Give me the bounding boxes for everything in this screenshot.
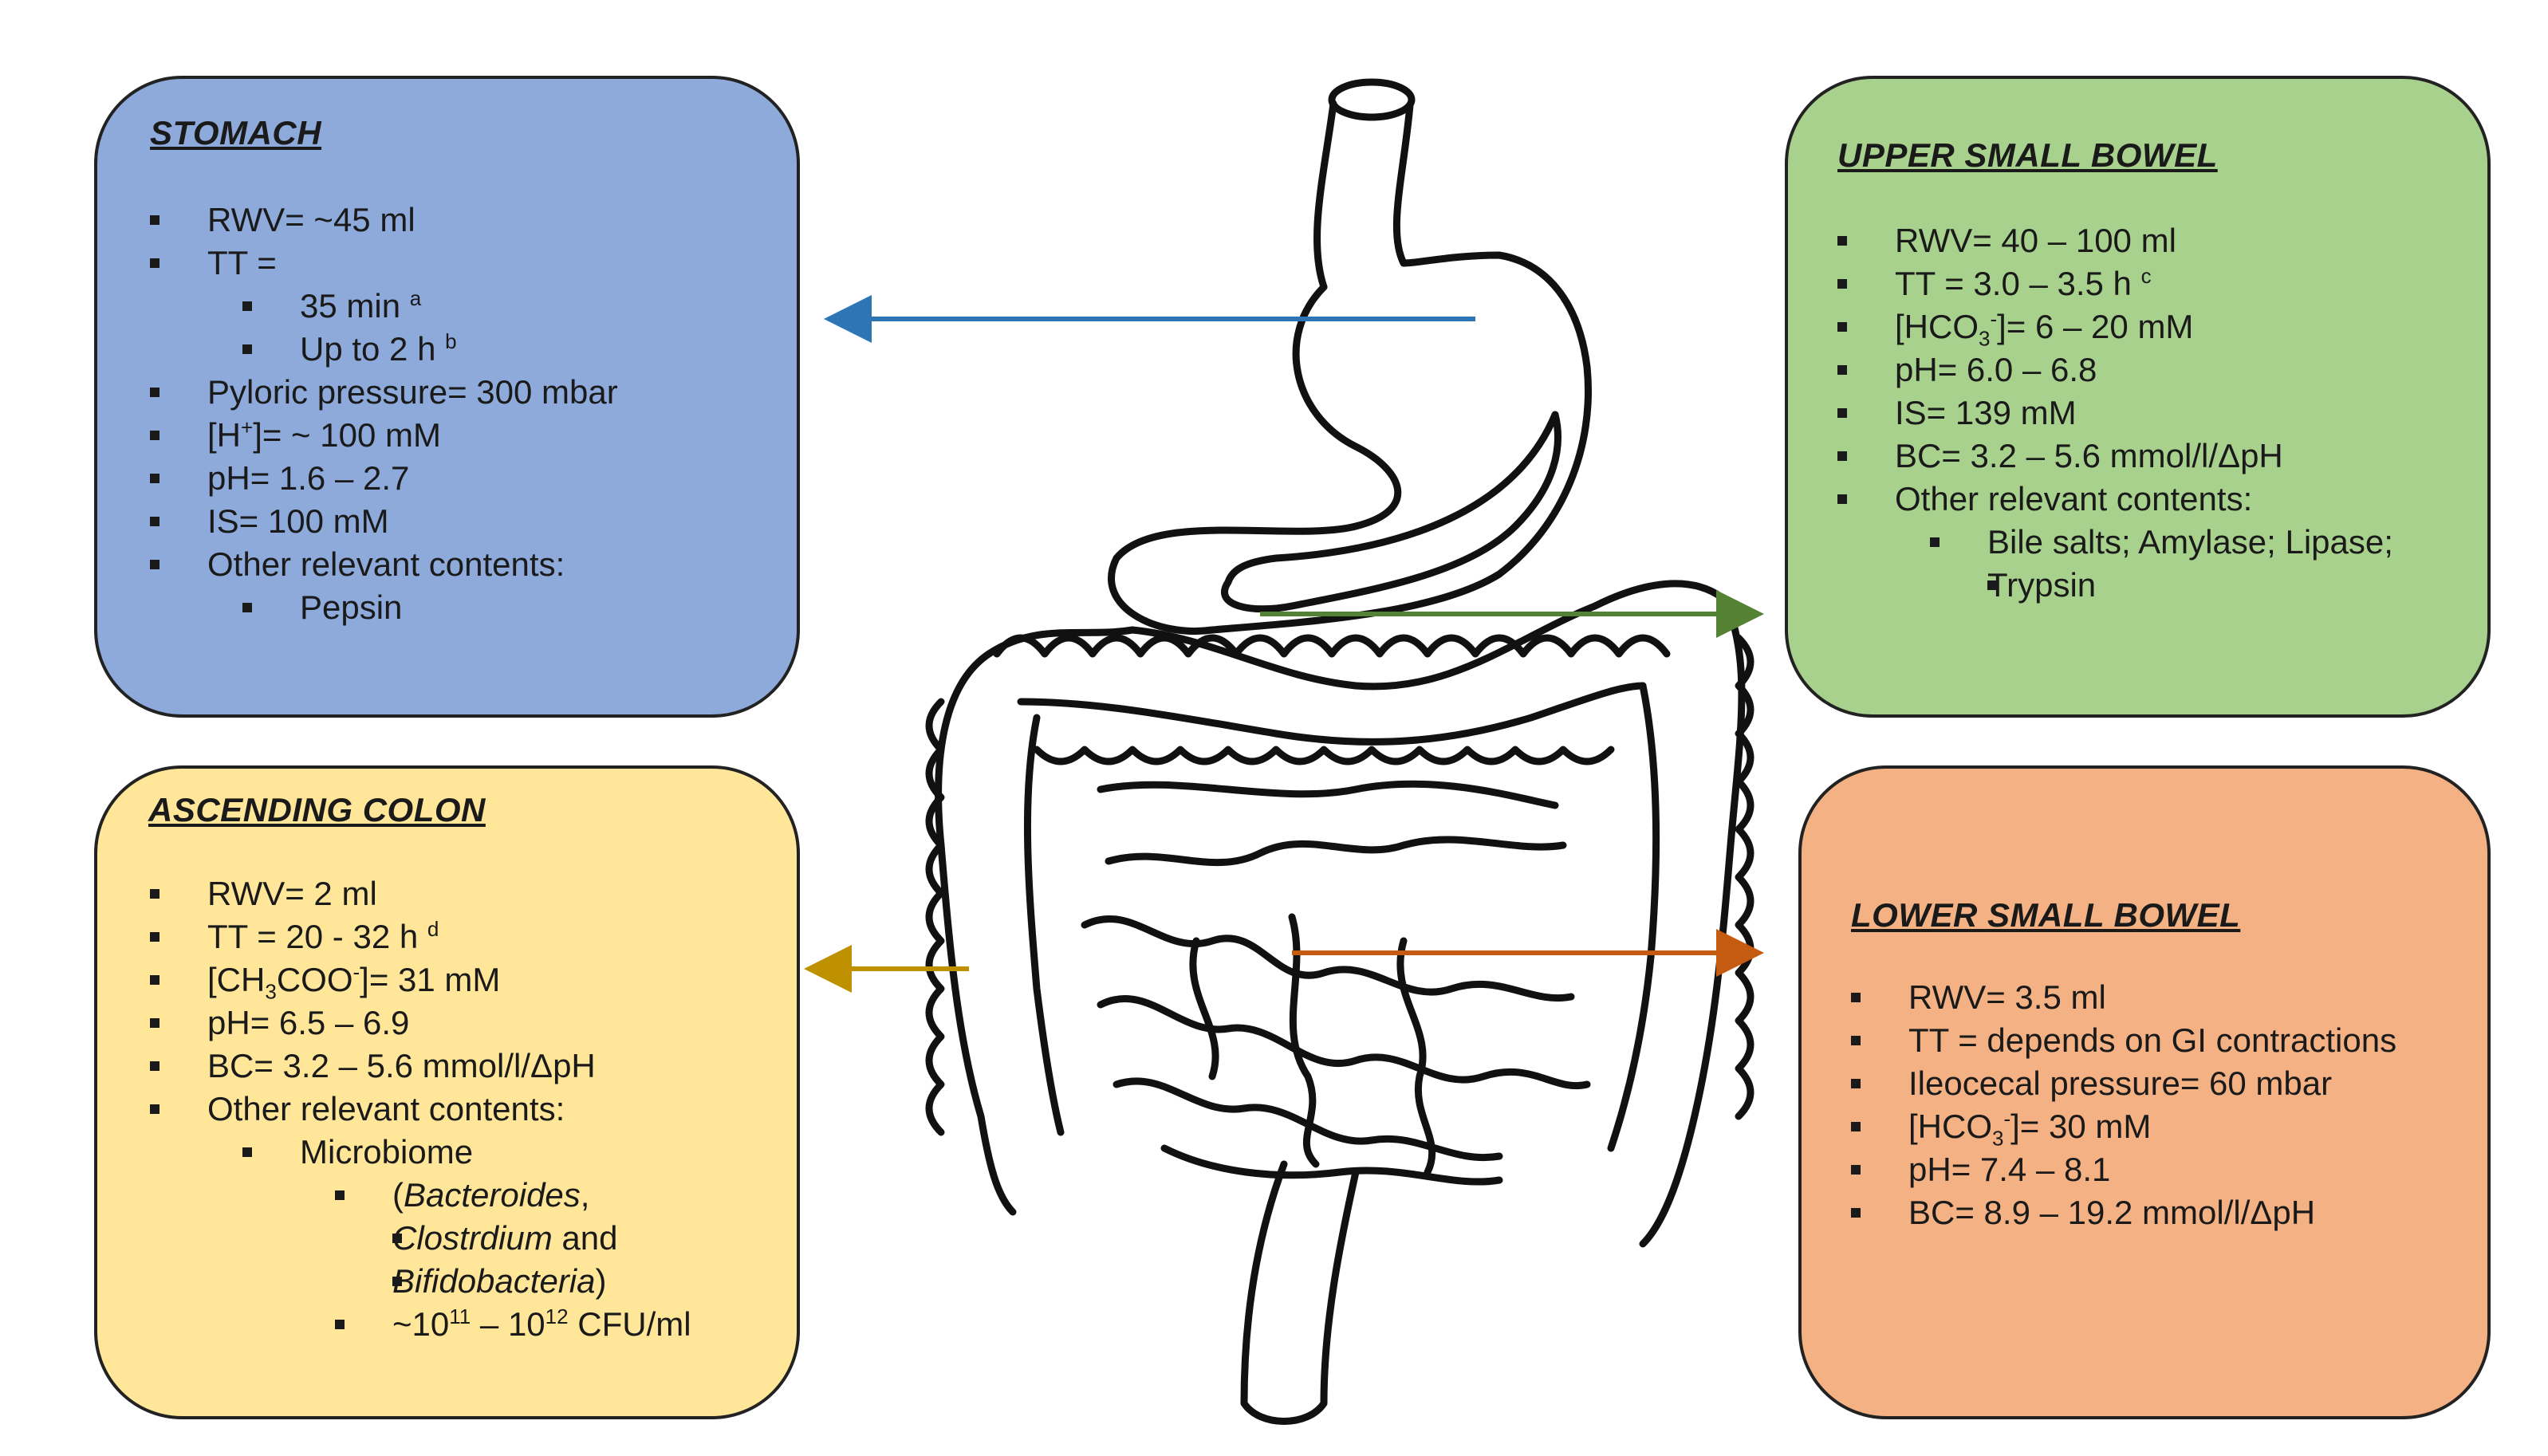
upper-small-bowel-title: UPPER SMALL BOWEL [1837,136,2218,174]
list-item: BC= 3.2 – 5.6 mmol/l/ΔpH [1837,435,2393,478]
list-item: TT = 3.0 – 3.5 h c [1837,262,2393,305]
descending-colon [1639,594,1746,1248]
list-item: RWV= 2 ml [150,872,691,915]
small-intestine [1081,780,1591,1186]
upper-small-bowel-box: UPPER SMALL BOWEL RWV= 40 – 100 ml TT = … [1785,76,2491,718]
list-item: Other relevant contents: [150,543,618,586]
list-item: Pyloric pressure= 300 mbar [150,371,618,414]
list-item: [HCO3-]= 30 mM [1851,1105,2396,1148]
list-item: Microbiome [150,1131,691,1174]
ascending-colon-box: ASCENDING COLON RWV= 2 ml TT = 20 - 32 h… [94,765,800,1419]
list-item: Pepsin [150,586,618,629]
esophagus-opening [1328,78,1416,121]
list-item: 35 min a [150,285,618,328]
list-item-continuation: Bifidobacteria) [150,1260,691,1303]
list-item: pH= 6.0 – 6.8 [1837,348,2393,392]
list-item: RWV= 3.5 ml [1851,976,2396,1019]
list-item: RWV= ~45 ml [150,199,618,242]
esophagus [1313,100,1414,291]
list-item: IS= 139 mM [1837,392,2393,435]
list-item: pH= 1.6 – 2.7 [150,457,618,500]
upper-small-bowel-list: RWV= 40 – 100 ml TT = 3.0 – 3.5 h c [HCO… [1837,219,2393,607]
list-item-continuation: Clostrdium and [150,1217,691,1260]
lower-small-bowel-title: LOWER SMALL BOWEL [1851,896,2241,934]
list-item: (Bacteroides, [150,1174,691,1217]
list-item: ~1011 – 1012 CFU/ml [150,1303,691,1346]
list-item: BC= 3.2 – 5.6 mmol/l/ΔpH [150,1045,691,1088]
list-item: [HCO3-]= 6 – 20 mM [1837,305,2393,348]
stomach-outline [1108,251,1592,635]
lower-small-bowel-box: LOWER SMALL BOWEL RWV= 3.5 ml TT = depen… [1798,765,2491,1419]
stomach-box: STOMACH RWV= ~45 ml TT = 35 min a Up to … [94,76,800,718]
ascending-colon-title: ASCENDING COLON [148,791,486,828]
list-item: Bile salts; Amylase; Lipase; [1837,521,2393,564]
list-item: BC= 8.9 – 19.2 mmol/l/ΔpH [1851,1191,2396,1234]
list-item: Other relevant contents: [150,1088,691,1131]
list-item: IS= 100 mM [150,500,618,543]
list-item: RWV= 40 – 100 ml [1837,219,2393,262]
list-item: pH= 6.5 – 6.9 [150,1001,691,1045]
list-item-continuation: Trypsin [1837,564,2393,607]
list-item: [H+]= ~ 100 mM [150,414,618,457]
list-item: Up to 2 h b [150,328,618,371]
rectum [1240,1160,1360,1425]
list-item: TT = [150,242,618,285]
list-item: Other relevant contents: [1837,478,2393,521]
stomach-title: STOMACH [150,114,322,152]
stomach-inner [1221,411,1561,613]
ascending-colon-list: RWV= 2 ml TT = 20 - 32 h d [CH3COO-]= 31… [150,872,691,1346]
list-item: TT = 20 - 32 h d [150,915,691,958]
lower-small-bowel-list: RWV= 3.5 ml TT = depends on GI contracti… [1851,976,2396,1234]
stomach-list: RWV= ~45 ml TT = 35 min a Up to 2 h b Py… [150,199,618,629]
list-item: Ileocecal pressure= 60 mbar [1851,1062,2396,1105]
ascending-colon [935,650,1017,1216]
list-item: [CH3COO-]= 31 mM [150,958,691,1001]
list-item: pH= 7.4 – 8.1 [1851,1148,2396,1191]
transverse-colon [985,580,1727,691]
list-item: TT = depends on GI contractions [1851,1019,2396,1062]
